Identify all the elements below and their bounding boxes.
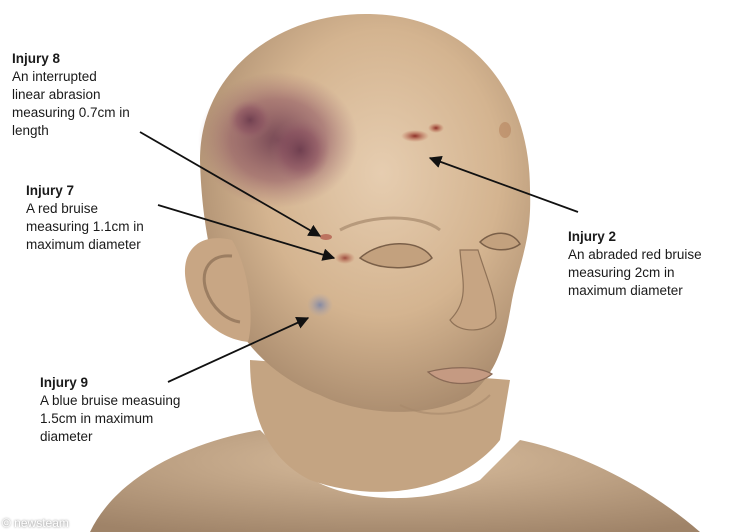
newsteam-watermark: © newsteam — [2, 516, 69, 530]
injury-7-mark — [335, 252, 355, 264]
injury-9-description: A blue bruise measuing 1.5cm in maximum … — [40, 392, 220, 446]
injury-2-title: Injury 2 — [568, 228, 728, 246]
injury-2-mark — [401, 130, 429, 142]
injury-7-label: Injury 7 A red bruise measuring 1.1cm in… — [26, 182, 186, 254]
injury-8-label: Injury 8 An interrupted linear abrasion … — [12, 50, 172, 140]
injury-8-mark — [320, 234, 332, 240]
injury-8-description: An interrupted linear abrasion measuring… — [12, 68, 172, 140]
injury-9-title: Injury 9 — [40, 374, 220, 392]
injury-9-mark — [307, 293, 333, 317]
injury-2-description: An abraded red bruise measuring 2cm in m… — [568, 246, 728, 300]
injury-7-title: Injury 7 — [26, 182, 186, 200]
injury-7-description: A red bruise measuring 1.1cm in maximum … — [26, 200, 186, 254]
injury-8-title: Injury 8 — [12, 50, 172, 68]
injury-9-label: Injury 9 A blue bruise measuing 1.5cm in… — [40, 374, 220, 446]
injury-2-label: Injury 2 An abraded red bruise measuring… — [568, 228, 728, 300]
head — [200, 14, 530, 412]
